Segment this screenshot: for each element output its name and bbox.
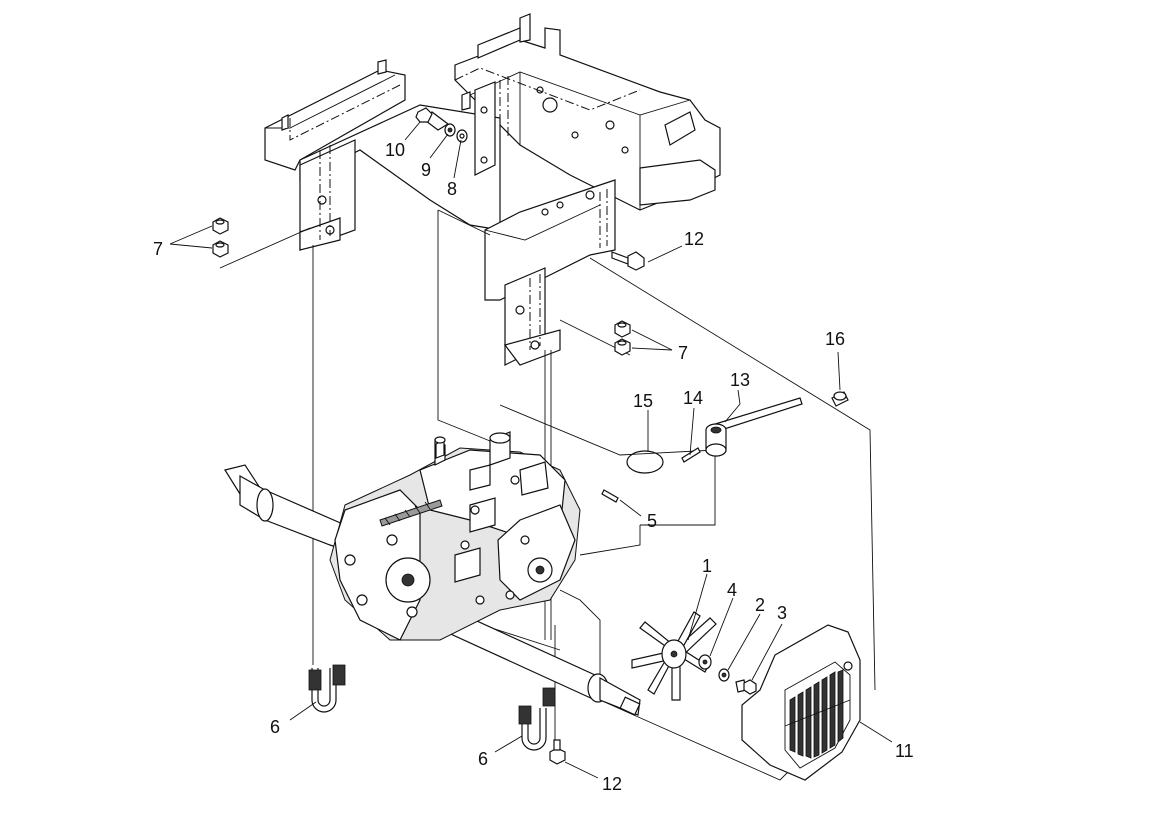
callout-16: 16 <box>825 329 845 349</box>
callout-14: 14 <box>683 388 703 408</box>
nuts-right <box>614 320 631 356</box>
callout-5: 5 <box>647 511 657 531</box>
nuts-left <box>212 217 229 258</box>
callout-8: 8 <box>447 179 457 199</box>
bolt-3 <box>735 679 757 695</box>
callout-6-left: 6 <box>270 717 280 737</box>
key-5 <box>601 489 619 503</box>
callout-9: 9 <box>421 160 431 180</box>
washer-8-hole <box>459 133 465 139</box>
lockwasher-2 <box>718 668 730 682</box>
callout-7-right: 7 <box>678 343 688 363</box>
callout-6-center: 6 <box>478 749 488 769</box>
callout-13: 13 <box>730 370 750 390</box>
callout-labels: 1 2 3 4 5 6 6 7 7 8 9 10 11 12 12 13 14 … <box>153 140 914 794</box>
u-bolt-center <box>518 687 556 751</box>
fan-shroud <box>741 624 861 781</box>
control-rod <box>705 397 803 457</box>
bolt-12-top <box>611 251 645 271</box>
transaxle <box>329 431 581 641</box>
callout-3: 3 <box>777 603 787 623</box>
callout-12-bottom: 12 <box>602 774 622 794</box>
frame-center-plate <box>454 13 721 211</box>
washer-4-hole <box>702 659 708 665</box>
callout-leaders <box>169 121 893 779</box>
callout-4: 4 <box>727 580 737 600</box>
callout-11: 11 <box>895 741 914 761</box>
callout-1: 1 <box>702 556 712 576</box>
frame-right-bracket <box>484 159 716 366</box>
u-bolt-left <box>308 664 346 713</box>
washer-9-hole <box>447 127 453 133</box>
end-cap-16 <box>831 391 849 407</box>
callout-7-left: 7 <box>153 239 163 259</box>
callout-10: 10 <box>385 140 405 160</box>
bolt-12-bottom <box>549 739 566 765</box>
callout-2: 2 <box>755 595 765 615</box>
clip-15 <box>626 450 664 474</box>
callout-15: 15 <box>633 391 653 411</box>
callout-12-top: 12 <box>684 229 704 249</box>
pin-14 <box>681 447 701 463</box>
